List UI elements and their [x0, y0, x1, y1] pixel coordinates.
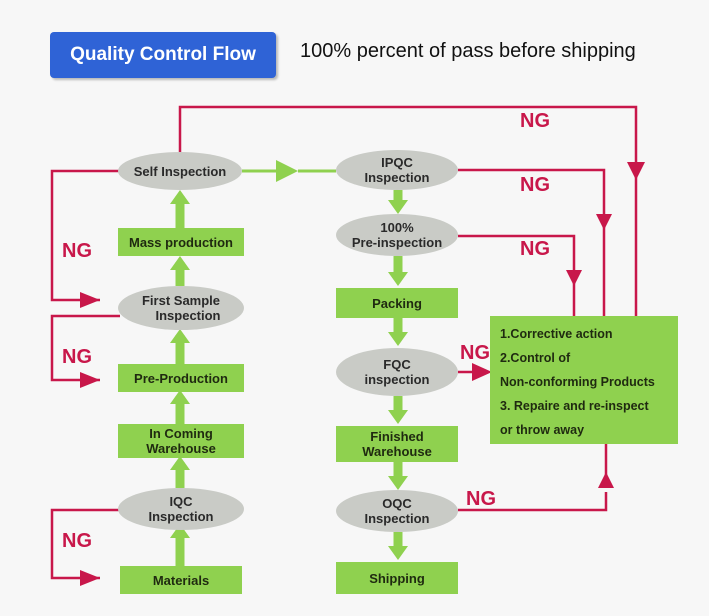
in-coming-label-line2: Warehouse — [146, 441, 216, 456]
packing-label: Packing — [372, 295, 422, 311]
ng-label-oqc: NG — [466, 488, 496, 510]
ipqc-label-line2: Inspection — [364, 170, 430, 185]
action-line-3: Non-conforming Products — [500, 375, 655, 389]
ng-feedback-lines — [50, 105, 638, 580]
in-coming-label-line1: In Coming — [149, 426, 213, 441]
ipqc-inspection-node: IPQC Inspection — [336, 150, 458, 190]
ng-label-fqc: NG — [460, 342, 490, 364]
iqc-inspection-node: IQC Inspection — [118, 488, 244, 530]
middle-column-green-arrows — [388, 190, 408, 560]
pre-production-label: Pre-Production — [134, 370, 228, 386]
fqc-inspection-node: FQC inspection — [336, 348, 458, 396]
page-title: Quality Control Flow — [50, 32, 276, 78]
finished-label-line1: Finished — [370, 429, 424, 444]
ng-label-first-sample: NG — [62, 240, 92, 262]
pre-production-node: Pre-Production — [118, 364, 244, 392]
ipqc-label-line1: IPQC — [381, 155, 413, 170]
ng-label-ipqc: NG — [520, 174, 550, 196]
in-coming-warehouse-node: In Coming Warehouse — [118, 424, 244, 458]
pre-inspection-node: 100% Pre-inspection — [336, 214, 458, 256]
mass-production-label: Mass production — [128, 234, 233, 250]
action-line-1: 1.Corrective action — [500, 327, 613, 341]
self-to-ipqc-arrow — [242, 160, 336, 182]
left-column-green-arrows — [170, 190, 190, 566]
first-sample-label-line1: First Sample — [141, 293, 221, 308]
ng-label-materials: NG — [62, 530, 92, 552]
pre-inspection-label-line1: 100% — [380, 220, 414, 235]
action-line-5: or throw away — [500, 423, 585, 437]
ng-label-pre-production: NG — [62, 346, 92, 368]
shipping-node: Shipping — [336, 562, 458, 594]
oqc-label-line2: Inspection — [364, 511, 430, 526]
finished-warehouse-node: Finished Warehouse — [336, 426, 458, 462]
first-sample-inspection-node: First Sample Inspection — [118, 286, 244, 330]
ng-label-pre-inspection: NG — [520, 238, 550, 260]
corrective-action-box: 1.Corrective action 2.Control of Non-con… — [490, 316, 678, 444]
fqc-label-line2: inspection — [364, 372, 430, 387]
ng-label-top: NG — [520, 110, 550, 132]
fqc-label-line1: FQC — [383, 357, 411, 372]
mass-production-node: Mass production — [118, 228, 244, 256]
iqc-label-line1: IQC — [169, 494, 193, 509]
finished-label-line2: Warehouse — [362, 444, 432, 459]
ng-arrowheads — [80, 162, 645, 586]
page-subtitle: 100% percent of pass before shipping — [300, 40, 636, 62]
packing-node: Packing — [336, 288, 458, 318]
self-inspection-node: Self Inspection — [118, 152, 242, 190]
pre-inspection-label-line2: Pre-inspection — [351, 235, 443, 250]
materials-node: Materials — [120, 566, 242, 594]
shipping-label: Shipping — [369, 570, 425, 586]
action-line-2: 2.Control of — [500, 351, 571, 365]
oqc-inspection-node: OQC Inspection — [336, 490, 458, 532]
self-inspection-label: Self Inspection — [133, 163, 227, 179]
oqc-label-line1: OQC — [382, 496, 412, 511]
action-line-4: 3. Repaire and re-inspect — [500, 399, 649, 413]
materials-label: Materials — [152, 572, 210, 588]
iqc-label-line2: Inspection — [148, 509, 214, 524]
first-sample-label-line2: Inspection — [155, 308, 221, 323]
